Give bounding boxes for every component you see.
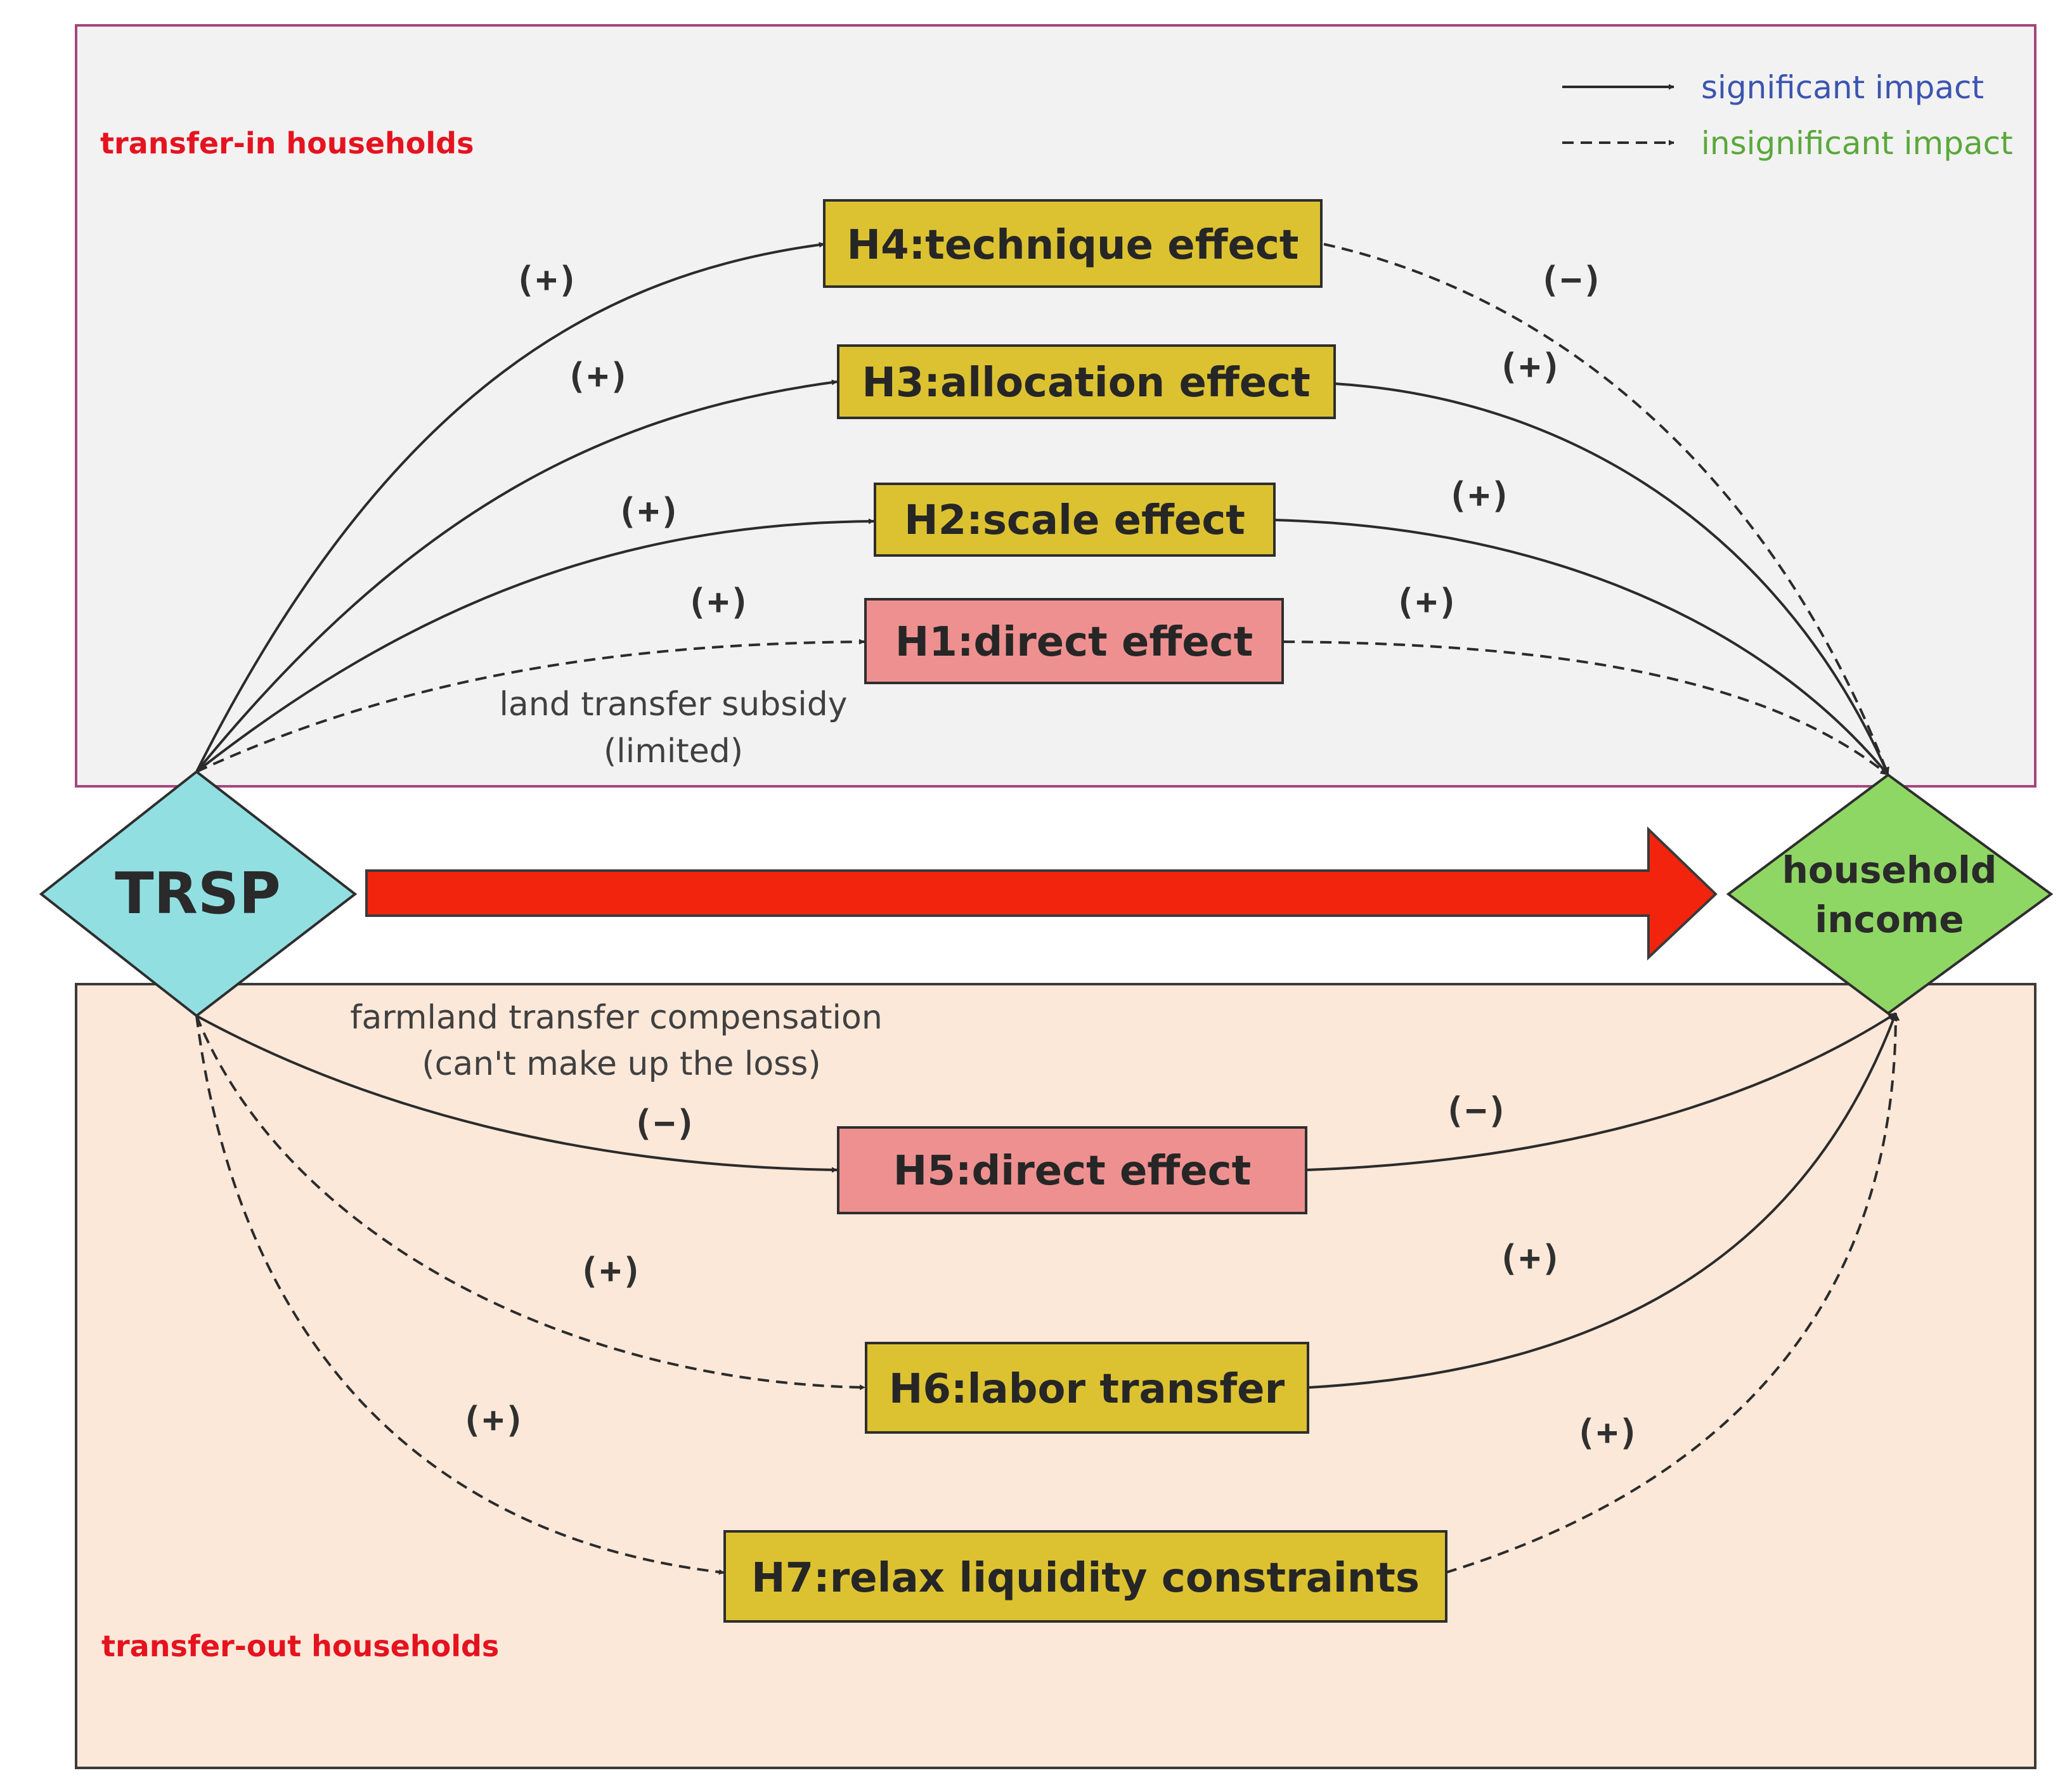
edge-h6-income (1309, 1012, 1897, 1389)
edge-h4-income (1323, 243, 1889, 776)
h2-box (874, 483, 1276, 557)
h2-label: H2:scale effect (904, 497, 1245, 544)
h3-out-sign: (+) (1498, 346, 1562, 387)
transfer-in-label: transfer-in households (100, 126, 474, 160)
edge-trsp-h7 (195, 1015, 725, 1575)
h1-out-sign: (+) (1394, 581, 1458, 623)
household-income-node (1726, 773, 2054, 1015)
edge-trsp-h3 (195, 379, 838, 773)
edge-h3-income (1334, 382, 1889, 776)
legend-insignificant-label: insignificant impact (1701, 125, 2013, 162)
h6-label: H6:labor transfer (889, 1366, 1285, 1413)
compensation-note-line2: (can't make up the loss) (422, 1045, 820, 1083)
income-label-line2: income (1815, 898, 1964, 941)
trsp-node (39, 770, 358, 1018)
h5-in-sign: (−) (632, 1103, 696, 1144)
income-label-line1: household (1782, 848, 1997, 892)
edge-h1-income (1283, 640, 1889, 776)
edge-trsp-h2 (195, 518, 874, 773)
h7-box (723, 1530, 1447, 1623)
subsidy-note-line2: (limited) (604, 732, 743, 770)
trsp-label: TRSP (115, 860, 280, 927)
h5-out-sign: (−) (1444, 1090, 1508, 1131)
h3-box (837, 344, 1336, 419)
h1-label: H1:direct effect (895, 619, 1253, 666)
h7-in-sign: (+) (461, 1399, 525, 1441)
h5-label: H5:direct effect (893, 1148, 1251, 1195)
edge-trsp-h1 (196, 639, 865, 773)
h7-out-sign: (+) (1575, 1412, 1639, 1453)
legend-significant-label: significant impact (1701, 69, 1984, 106)
subsidy-note-line1: land transfer subsidy (499, 685, 847, 724)
edge-h7-income (1445, 1012, 1900, 1574)
h1-box (864, 598, 1284, 684)
h2-in-sign: (+) (616, 491, 680, 532)
h4-box (823, 199, 1323, 288)
edge-trsp-h5 (196, 1015, 838, 1173)
h4-in-sign: (+) (514, 259, 578, 301)
h6-out-sign: (+) (1498, 1238, 1562, 1279)
h3-in-sign: (+) (566, 356, 630, 397)
main-effect-arrow (365, 826, 1718, 961)
h2-out-sign: (+) (1447, 475, 1511, 516)
transfer-out-label: transfer-out households (101, 1629, 499, 1663)
h6-box (865, 1342, 1309, 1434)
h3-label: H3:allocation effect (862, 360, 1310, 406)
h4-out-sign: (−) (1539, 259, 1603, 301)
edge-trsp-h6 (195, 1015, 865, 1391)
compensation-note-line1: farmland transfer compensation (350, 999, 883, 1037)
h5-box (837, 1126, 1307, 1214)
h7-label: H7:relax liquidity constraints (751, 1555, 1420, 1602)
h6-in-sign: (+) (578, 1250, 642, 1292)
edge-trsp-h4 (195, 242, 825, 772)
edge-h2-income (1274, 519, 1889, 776)
legend: significant impact insignificant impact (1562, 69, 2013, 162)
edge-h5-income (1305, 1012, 1897, 1171)
h4-label: H4:technique effect (847, 222, 1299, 269)
h1-in-sign: (+) (686, 581, 750, 623)
